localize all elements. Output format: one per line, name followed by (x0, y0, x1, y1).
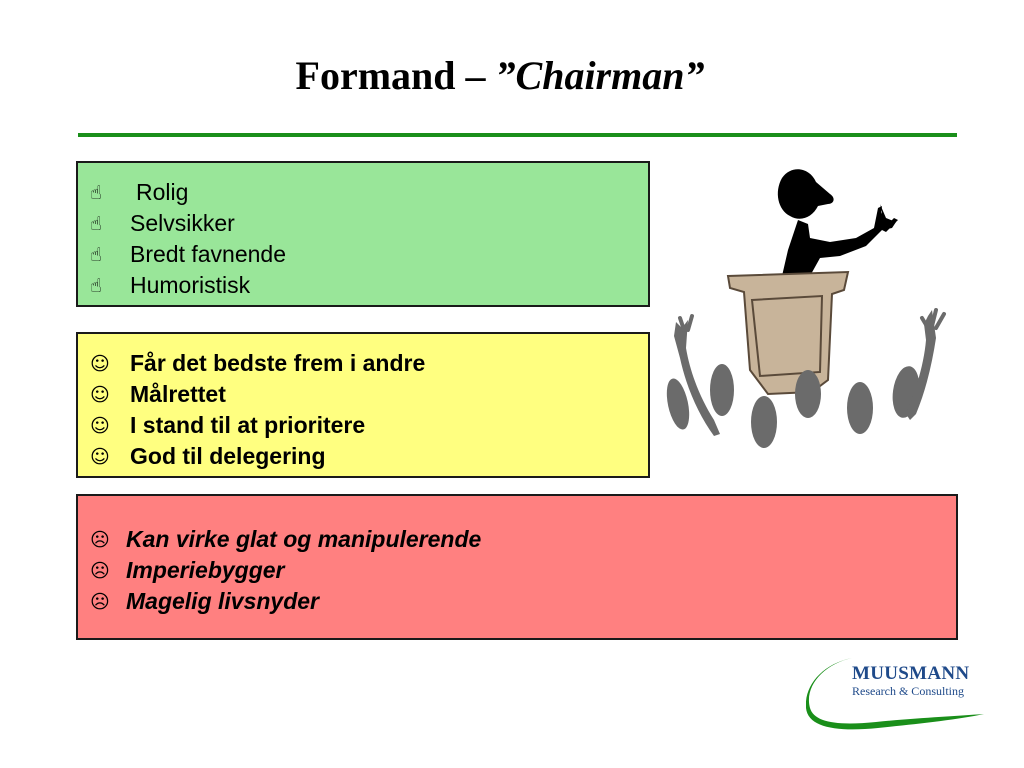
strength-text: Rolig (136, 179, 189, 205)
logo-subtitle: Research & Consulting (852, 684, 964, 698)
list-item: ☝ Rolig (90, 177, 648, 208)
smiley-icon: ☺ (90, 445, 110, 468)
title-divider (78, 133, 957, 137)
logo-name: MUUSMANN (852, 663, 970, 684)
strength-text: Humoristisk (130, 272, 251, 298)
positive-text: Målrettet (130, 381, 226, 407)
list-item: ☝ Bredt favnende (90, 239, 648, 270)
audience-raised-arm (906, 310, 936, 420)
positive-text: God til delegering (130, 443, 326, 469)
positive-text: Får det bedste frem i andre (130, 350, 426, 376)
audience-raised-hand (678, 314, 694, 332)
audience-head (751, 396, 777, 448)
thumbs-up-icon: ☝ (90, 243, 102, 266)
frown-icon: ☹ (90, 528, 110, 551)
podium-panel (750, 294, 824, 378)
negative-text: Kan virke glat og manipulerende (126, 526, 482, 552)
logo: MUUSMANN Research & Consulting (852, 663, 970, 699)
speaker-head (777, 169, 834, 219)
positives-box: ☺Får det bedste frem i andre ☺Målrettet … (76, 332, 650, 478)
title-main: Formand – (295, 53, 496, 98)
audience-head (795, 370, 821, 418)
smiley-icon: ☺ (90, 414, 110, 437)
list-item: ☝ Selvsikker (90, 208, 648, 239)
list-item: ☺ Får det bedste frem i andre (90, 348, 648, 379)
thumbs-up-icon: ☝ (90, 181, 102, 204)
list-item: ☺ I stand til at prioritere (90, 410, 648, 441)
strengths-box: ☝ Rolig ☝ Selvsikker ☝ Bredt favnende ☝ Humo… (76, 161, 650, 307)
audience-raised-arm (674, 320, 720, 436)
audience-head (847, 382, 873, 434)
speaker-hand (874, 206, 898, 232)
list-item: ☹ Imperiebygger (90, 555, 956, 586)
list-item: ☝ Humoristisk (90, 270, 648, 301)
smiley-icon: ☺ (90, 352, 110, 375)
audience-head (666, 378, 690, 430)
frown-icon: ☹ (90, 559, 110, 582)
list-item: ☺ Målrettet (90, 379, 648, 410)
thumbs-up-icon: ☝ (90, 274, 102, 297)
negatives-list: ☹ Kan virke glat og manipulerende ☹ Imperi… (90, 524, 956, 617)
list-item: ☹ Magelig livsnyder (90, 586, 956, 617)
list-item: ☹ Kan virke glat og manipulerende (90, 524, 956, 555)
negatives-box: ☹ Kan virke glat og manipulerende ☹ Imperi… (76, 494, 958, 640)
muusmann-logo-swoosh (806, 658, 984, 730)
positive-text: I stand til at prioritere (130, 412, 366, 438)
audience-raised-hand (920, 308, 946, 330)
negative-text: Imperiebygger (126, 557, 285, 583)
audience-head (710, 364, 734, 416)
strengths-list: ☝ Rolig ☝ Selvsikker ☝ Bredt favnende ☝ Humo… (90, 177, 648, 301)
logo-swoosh (806, 658, 984, 730)
strength-text: Selvsikker (130, 210, 235, 236)
strength-text: Bredt favnende (130, 241, 287, 267)
speaker-torso (782, 204, 896, 276)
page-title: Formand – ”Chairman” (0, 50, 1000, 102)
title-italic: ”Chairman” (495, 53, 705, 98)
negative-text: Magelig livsnyder (126, 588, 320, 614)
smiley-icon: ☺ (90, 383, 110, 406)
frown-icon: ☹ (90, 590, 110, 613)
podium (726, 270, 850, 396)
list-item: ☺ God til delegering (90, 441, 648, 472)
thumbs-up-icon: ☝ (90, 212, 102, 235)
speaker-at-podium-illustration (666, 169, 946, 448)
positives-list: ☺Får det bedste frem i andre ☺Målrettet … (90, 348, 648, 472)
